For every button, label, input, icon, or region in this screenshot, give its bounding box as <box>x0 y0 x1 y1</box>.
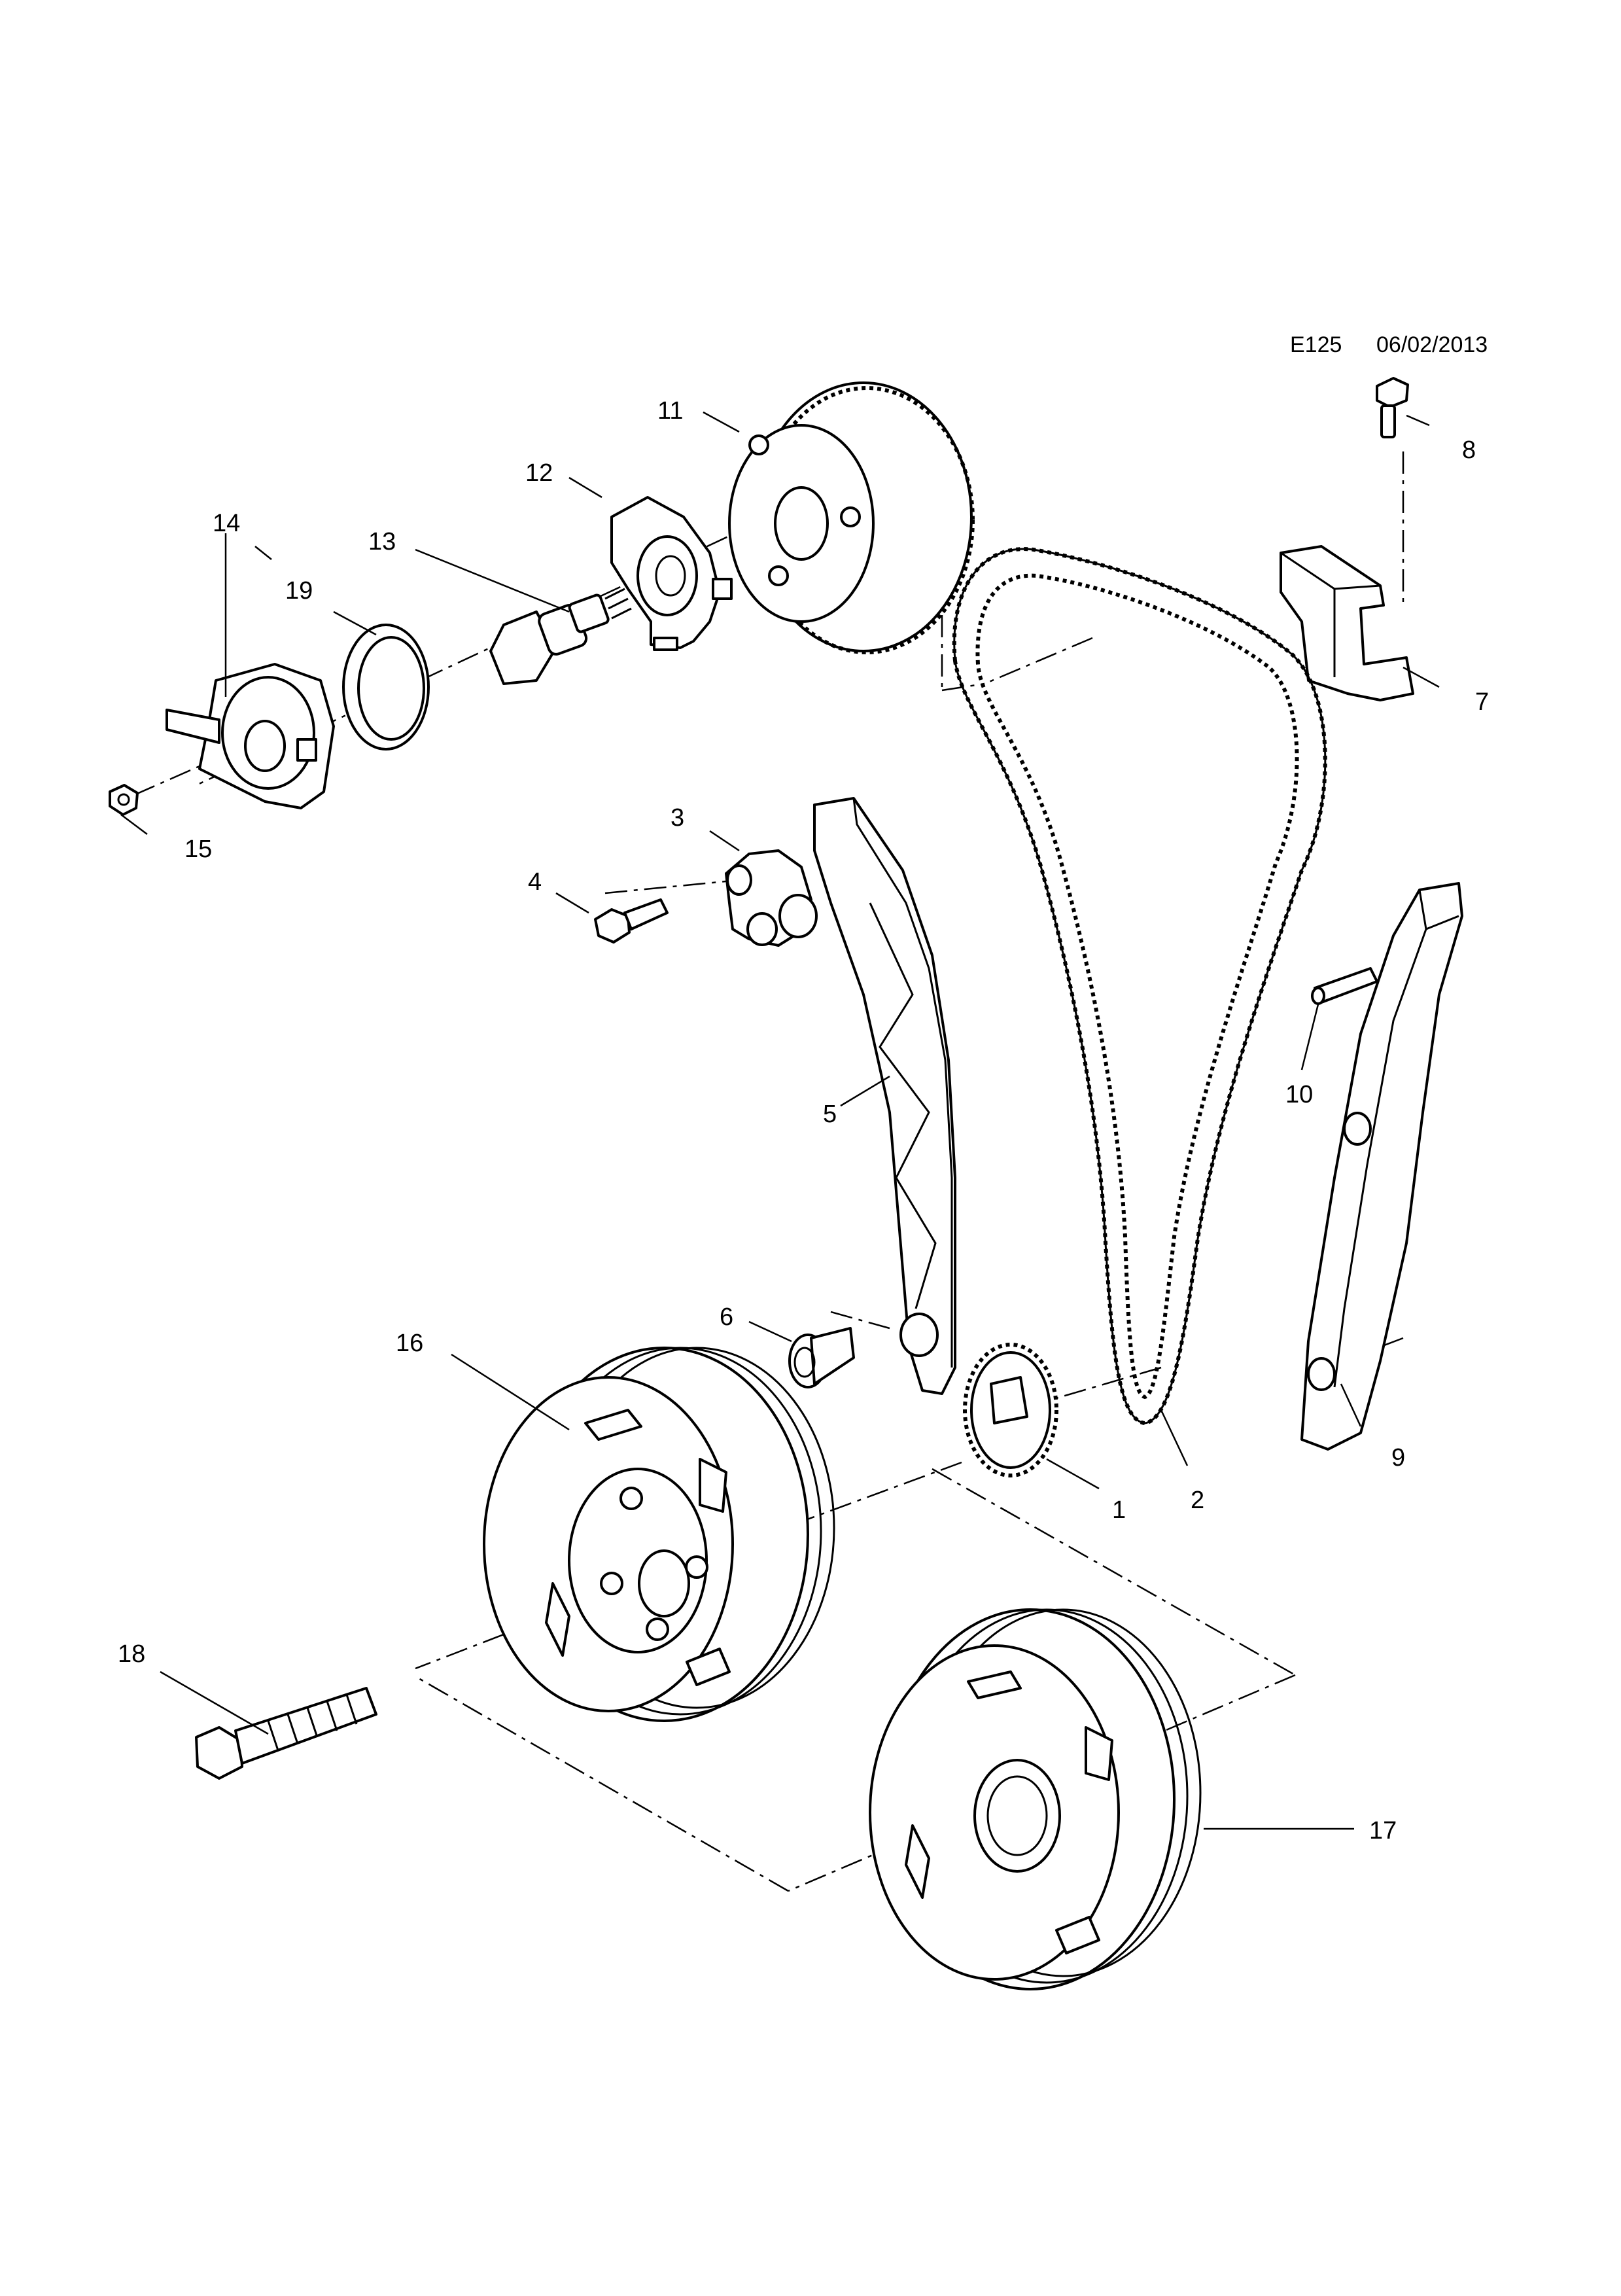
callout-3: 3 <box>671 804 684 832</box>
callout-15: 15 <box>184 836 212 863</box>
callout-10: 10 <box>1285 1081 1313 1108</box>
callout-19: 19 <box>285 577 313 605</box>
leader-lines <box>120 411 1440 1830</box>
callout-labels: 1 2 3 4 5 6 7 8 9 10 11 12 13 14 15 16 1… <box>118 397 1489 1845</box>
callout-6: 6 <box>720 1303 733 1331</box>
guide-rail-part-9 <box>1300 882 1463 1451</box>
callout-9: 9 <box>1391 1444 1405 1472</box>
crank-pulley-part-17 <box>869 1608 1202 1990</box>
dowel-pin-part-10 <box>1311 967 1378 1005</box>
camshaft-adjuster-part-11 <box>728 381 975 654</box>
callout-12: 12 <box>525 459 553 487</box>
solenoid-valve-part-13 <box>489 588 632 685</box>
housing-part-14 <box>166 663 335 809</box>
callout-18: 18 <box>118 1640 145 1668</box>
callout-16: 16 <box>396 1330 423 1357</box>
callout-14: 14 <box>213 510 240 537</box>
bolt-part-8 <box>1376 377 1409 438</box>
callout-13: 13 <box>368 528 396 556</box>
callout-1: 1 <box>1112 1496 1126 1524</box>
tensioner-part-3 <box>725 849 818 947</box>
guide-block-part-7 <box>1280 545 1414 701</box>
callout-11: 11 <box>657 397 683 425</box>
pin-part-6 <box>788 1327 855 1388</box>
crank-sprocket-part-1 <box>963 1343 1058 1477</box>
callout-5: 5 <box>823 1101 837 1128</box>
diagram-date: 06/02/2013 <box>1376 332 1488 357</box>
callout-17: 17 <box>1369 1817 1397 1845</box>
screw-part-15 <box>109 784 139 816</box>
tensioner-rail-part-5 <box>813 797 956 1395</box>
bolt-part-4 <box>594 898 669 944</box>
diagram-code: E125 <box>1290 332 1342 357</box>
crank-pulley-part-16 <box>483 1347 835 1722</box>
timing-chain-part-2 <box>952 547 1327 1426</box>
pulley-bolt-part-18 <box>195 1687 377 1780</box>
cover-plate-part-12 <box>610 496 733 651</box>
callout-4: 4 <box>528 868 542 896</box>
callout-2: 2 <box>1191 1487 1204 1514</box>
seal-ring-part-19 <box>342 624 430 751</box>
callout-8: 8 <box>1462 436 1476 464</box>
callout-7: 7 <box>1475 688 1489 716</box>
